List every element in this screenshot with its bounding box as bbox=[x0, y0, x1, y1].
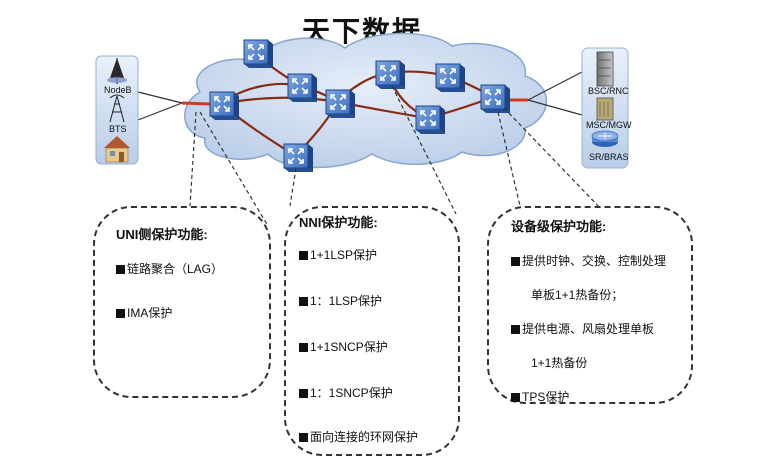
gateway-rack-icon bbox=[596, 97, 614, 121]
access-link-right-2 bbox=[527, 99, 583, 116]
server-rack-icon bbox=[596, 51, 614, 87]
bts-label: BTS bbox=[109, 124, 127, 134]
bsc-rnc-label: BSC/RNC bbox=[588, 86, 629, 96]
router-icon-2 bbox=[287, 73, 318, 103]
equipment-item-1-cont: 单板1+1热备份； bbox=[531, 288, 624, 302]
callout-connectors bbox=[189, 85, 605, 227]
bras-router-icon bbox=[591, 130, 619, 147]
equipment-item-2-cont: 1+1热备份 bbox=[531, 356, 588, 370]
equipment-item-1: 提供时钟、交换、控制处理 bbox=[511, 252, 666, 269]
bts-tower-icon bbox=[109, 94, 125, 123]
router-icon-6 bbox=[435, 63, 466, 93]
bullet-icon bbox=[299, 433, 308, 442]
bullet-icon bbox=[511, 257, 520, 266]
equipment-item-2: 提供电源、风扇处理单板 bbox=[511, 320, 654, 337]
sr-bras-label: SR/BRAS bbox=[589, 152, 629, 162]
router-icon-3 bbox=[209, 91, 240, 121]
bullet-icon bbox=[299, 343, 308, 352]
bullet-icon bbox=[511, 325, 520, 334]
equipment-protection-callout: 设备级保护功能: 提供时钟、交换、控制处理 单板1+1热备份； 提供电源、风扇处… bbox=[487, 206, 693, 404]
nni-item-5: 面向连接的环网保护 bbox=[299, 428, 418, 445]
access-link-left bbox=[137, 91, 183, 104]
uni-item-ima: IMA保护 bbox=[116, 304, 172, 321]
router-icon-8 bbox=[480, 84, 511, 114]
equipment-title: 设备级保护功能: bbox=[511, 219, 607, 234]
equipment-item-3: TPS保护 bbox=[511, 388, 569, 405]
bullet-icon bbox=[299, 297, 308, 306]
router-icon-4 bbox=[325, 89, 356, 119]
access-link-left-2 bbox=[137, 102, 183, 121]
uni-protection-callout: UNI侧保护功能: 链路聚合（LAG） IMA保护 bbox=[93, 206, 271, 398]
house-icon bbox=[104, 136, 130, 163]
nni-item-4: 1：1SNCP保护 bbox=[299, 384, 393, 401]
router-icon-9 bbox=[283, 143, 314, 173]
router-icon-5 bbox=[375, 60, 406, 90]
bullet-icon bbox=[299, 389, 308, 398]
bullet-icon bbox=[116, 265, 125, 274]
left-device-panel bbox=[95, 55, 139, 165]
nni-item-3: 1+1SNCP保护 bbox=[299, 338, 388, 355]
bullet-icon bbox=[299, 251, 308, 260]
nni-protection-callout: NNI保护功能: 1+1LSP保护 1：1LSP保护 1+1SNCP保护 1：1… bbox=[284, 206, 460, 456]
uni-item-lag: 链路聚合（LAG） bbox=[116, 260, 223, 277]
nni-item-1: 1+1LSP保护 bbox=[299, 246, 377, 263]
nni-item-2: 1：1LSP保护 bbox=[299, 292, 382, 309]
access-link-right bbox=[527, 71, 583, 101]
router-icon-7 bbox=[415, 105, 446, 135]
bullet-icon bbox=[116, 309, 125, 318]
nodeb-icon bbox=[107, 58, 127, 84]
bullet-icon bbox=[511, 393, 520, 402]
nodeb-label: NodeB bbox=[104, 85, 132, 95]
msc-mgw-label: MSC/MGW bbox=[586, 120, 632, 130]
router-icon-1 bbox=[243, 39, 274, 69]
access-link-left-red bbox=[181, 101, 211, 106]
uni-title: UNI侧保护功能: bbox=[116, 227, 208, 242]
nni-title: NNI保护功能: bbox=[299, 215, 378, 230]
